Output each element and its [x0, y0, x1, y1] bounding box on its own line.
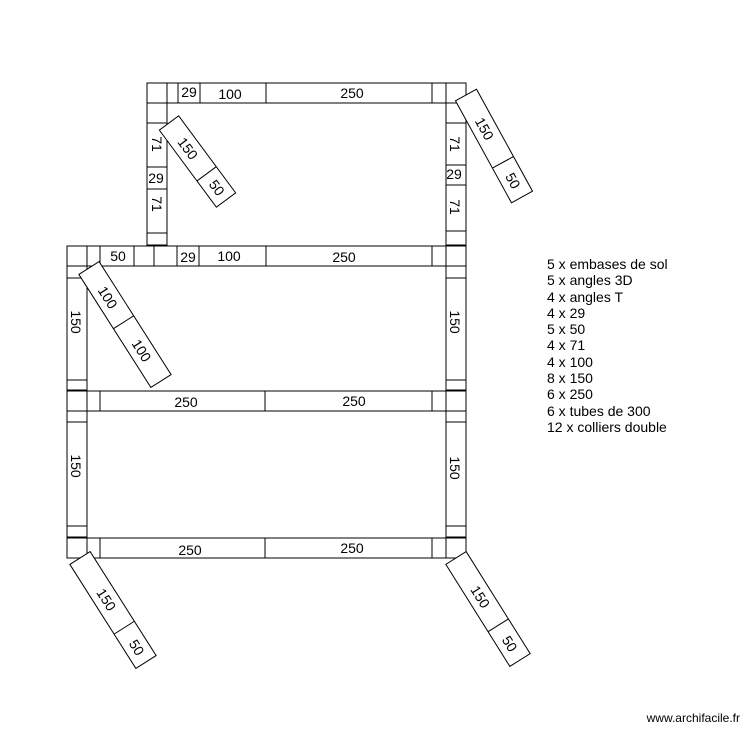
diagonal-brace: [445, 550, 531, 668]
dimension-label: 50: [502, 170, 524, 192]
brace-divider: [487, 618, 509, 633]
corner-joint: [66, 245, 88, 267]
corner-joint: [146, 82, 168, 104]
dimension-label: 29: [446, 166, 462, 182]
dimension-label: 50: [126, 637, 148, 659]
dimension-label: 71: [447, 199, 463, 215]
dimension-label: 71: [447, 136, 463, 152]
parts-list-item: 6 x tubes de 300: [547, 402, 651, 419]
tube-250: [265, 82, 433, 104]
dimension-label: 100: [218, 86, 242, 102]
dimension-label: 29: [180, 249, 196, 265]
watermark: www.archifacile.fr: [646, 711, 740, 725]
parts-list-item: 8 x 150: [547, 370, 593, 387]
dimension-label: 250: [340, 540, 364, 556]
tube-50: [99, 245, 135, 267]
dimension-label: 150: [68, 310, 84, 334]
parts-list-item: 4 x 100: [547, 353, 593, 370]
dimension-label: 50: [499, 633, 521, 655]
tube-71: [445, 184, 467, 232]
dimension-label: 250: [178, 542, 202, 558]
tube-150: [445, 421, 467, 527]
dimension-label: 250: [342, 393, 366, 409]
corner-joint: [66, 537, 88, 559]
dimension-label: 71: [149, 136, 165, 152]
parts-list-item: 4 x 71: [547, 337, 586, 354]
corner-joint: [445, 390, 467, 412]
tube-150: [66, 421, 88, 527]
dimension-label: 71: [149, 196, 165, 212]
corner-joint: [445, 245, 467, 267]
parts-list-item: 5 x embases de sol: [547, 256, 668, 272]
dimension-label: 29: [181, 84, 197, 100]
tube-150: [66, 277, 88, 381]
corner-joint: [66, 390, 88, 412]
tube-250: [265, 245, 433, 267]
diagonal-brace: [158, 115, 237, 208]
tube-250: [264, 537, 433, 559]
parts-list-item: 5 x 50: [547, 321, 586, 338]
parts-list-item: 5 x angles 3D: [547, 272, 633, 289]
diagonal-brace: [78, 260, 172, 389]
diagonal-brace: [454, 88, 534, 204]
dimension-label: 250: [174, 394, 198, 410]
tube-71: [146, 188, 168, 234]
parts-list-item: 12 x colliers double: [547, 418, 667, 435]
parts-list-item: 6 x 250: [547, 386, 593, 403]
dimension-label: 100: [217, 248, 241, 264]
brace-divider: [196, 166, 217, 182]
brace-divider: [492, 156, 514, 169]
dimension-label: 250: [340, 85, 364, 101]
dimension-label: 250: [332, 249, 356, 265]
tube-150: [445, 277, 467, 381]
dimension-label: 29: [148, 170, 164, 186]
dimension-label: 150: [68, 454, 84, 478]
parts-list-item: 4 x angles T: [547, 288, 624, 305]
parts-list-item: 4 x 29: [547, 304, 586, 321]
brace-divider: [113, 620, 135, 635]
brace-divider: [113, 315, 134, 330]
corner-joint: [133, 245, 155, 267]
dimension-label: 150: [447, 456, 463, 480]
tube-250: [264, 390, 433, 412]
dimension-label: 150: [447, 310, 463, 334]
dimension-label: 50: [110, 248, 126, 264]
